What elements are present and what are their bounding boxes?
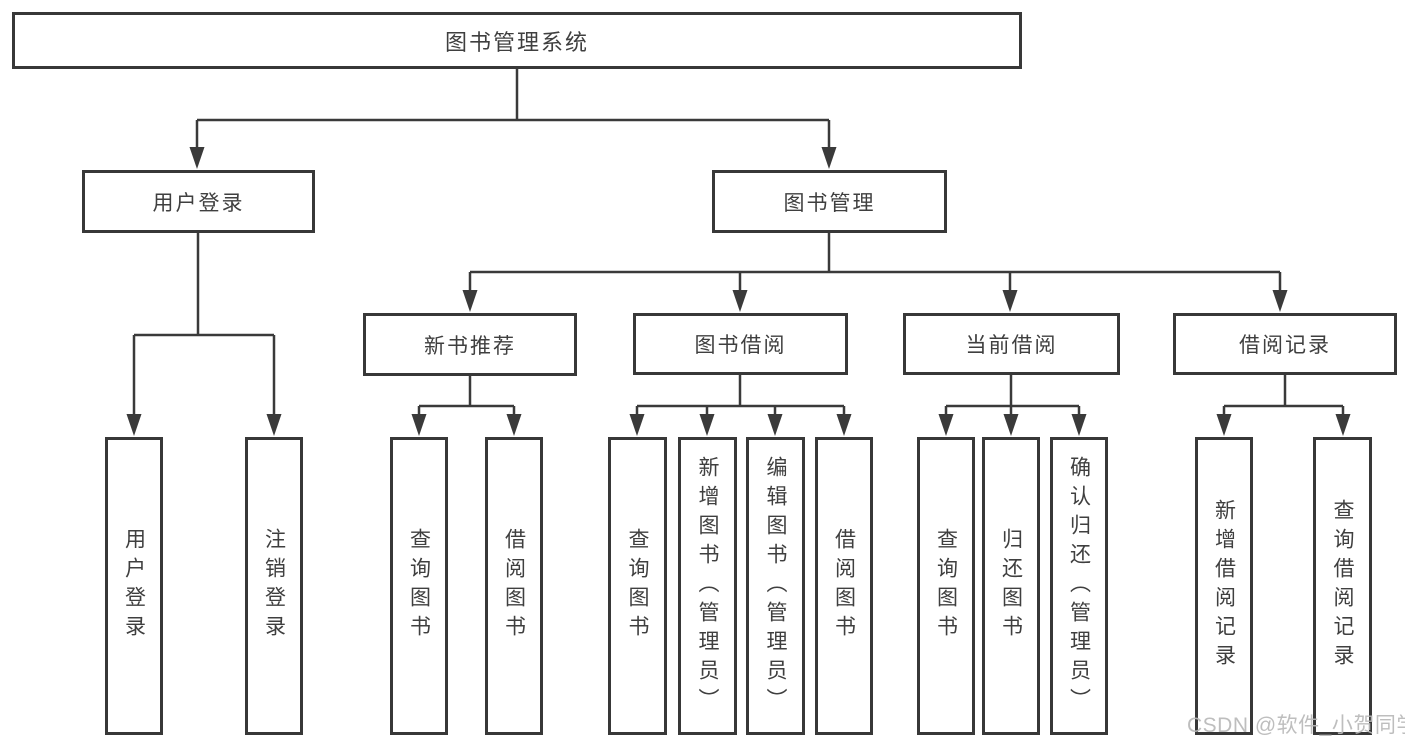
leaf-add-borrow-record: 新增借阅记录 (1195, 437, 1253, 735)
node-new-book-recommend: 新书推荐 (363, 313, 577, 376)
node-book-management-label: 图书管理 (783, 191, 876, 215)
leaf-add-borrow-record-label: 新增借阅记录 (1212, 499, 1236, 673)
leaf-logout-label: 注销登录 (262, 528, 286, 644)
connector-book-management-branch (462, 233, 1288, 312)
leaf-borrow-books-recommend-label: 借阅图书 (502, 528, 526, 644)
node-new-book-recommend-label: 新书推荐 (424, 334, 516, 358)
leaf-add-books-admin: 新增图书（管理员） (678, 437, 737, 735)
connector-borrow-records-branch (1216, 375, 1351, 436)
connector-user-login-branch (126, 233, 282, 436)
leaf-query-books-recommend-label: 查询图书 (407, 528, 431, 644)
leaf-borrow-books-recommend: 借阅图书 (485, 437, 543, 735)
leaf-query-borrow-record: 查询借阅记录 (1313, 437, 1372, 735)
leaf-query-books-current-label: 查询图书 (934, 528, 958, 644)
node-book-borrow-label: 图书借阅 (694, 334, 787, 357)
node-borrow-records: 借阅记录 (1173, 313, 1397, 375)
leaf-edit-books-admin: 编辑图书（管理员） (746, 437, 805, 735)
node-book-borrow: 图书借阅 (633, 313, 848, 375)
leaf-confirm-return-admin-label: 确认归还（管理员） (1067, 455, 1091, 717)
connector-root-branch (189, 68, 837, 169)
leaf-return-books-label: 归还图书 (999, 528, 1023, 644)
node-book-management: 图书管理 (712, 170, 947, 233)
leaf-user-login: 用户登录 (105, 437, 163, 735)
node-library-management-system-label: 图书管理系统 (444, 29, 589, 55)
node-current-borrow-label: 当前借阅 (965, 334, 1058, 357)
leaf-borrow-books: 借阅图书 (815, 437, 873, 735)
connector-current-borrow-branch (938, 375, 1087, 436)
leaf-edit-books-admin-label: 编辑图书（管理员） (764, 455, 787, 717)
leaf-query-books-borrow-label: 查询图书 (626, 528, 649, 644)
leaf-user-login-label: 用户登录 (122, 528, 146, 644)
node-user-login-label: 用户登录 (152, 191, 245, 215)
leaf-query-borrow-record-label: 查询借阅记录 (1331, 499, 1354, 673)
leaf-query-books-borrow: 查询图书 (608, 437, 667, 735)
leaf-return-books: 归还图书 (982, 437, 1040, 735)
node-library-management-system: 图书管理系统 (12, 12, 1022, 69)
node-user-login: 用户登录 (82, 170, 315, 233)
leaf-logout: 注销登录 (245, 437, 303, 735)
connector-book-borrow-branch (629, 375, 852, 436)
leaf-query-books-current: 查询图书 (917, 437, 975, 735)
node-borrow-records-label: 借阅记录 (1239, 334, 1331, 357)
leaf-query-books-recommend: 查询图书 (390, 437, 448, 735)
csdn-watermark: CSDN @软件_小贺同学 (1187, 714, 1405, 737)
leaf-add-books-admin-label: 新增图书（管理员） (696, 455, 719, 717)
leaf-borrow-books-label: 借阅图书 (832, 528, 856, 644)
leaf-confirm-return-admin: 确认归还（管理员） (1050, 437, 1108, 735)
connector-new-book-recommend-branch (411, 375, 522, 436)
node-current-borrow: 当前借阅 (903, 313, 1120, 375)
